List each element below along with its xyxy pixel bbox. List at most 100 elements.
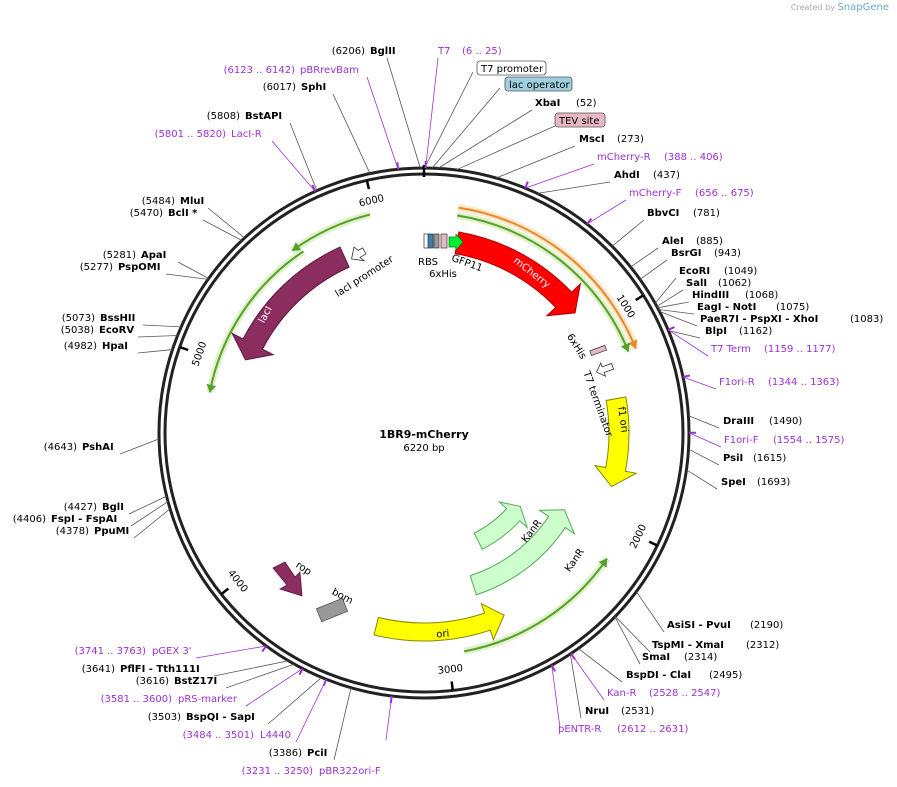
leader-line — [586, 199, 627, 225]
leader-line — [424, 71, 474, 169]
leader-line — [630, 247, 659, 268]
site-pos: (1162) — [739, 326, 772, 337]
his-tag-box-2 — [589, 344, 607, 357]
plasmid-size: 6220 bp — [403, 443, 444, 454]
linker-box — [440, 233, 448, 249]
leader-line — [267, 677, 322, 725]
site-name: PflFI - Tth111I — [120, 664, 200, 675]
site-pos: (437) — [653, 170, 680, 181]
leader-line — [225, 663, 295, 689]
site-name: BbvCI — [647, 208, 679, 219]
site-name: HpaI — [102, 341, 128, 352]
site-pos: (3386) — [269, 748, 302, 759]
primer-mark — [524, 181, 529, 189]
primer-name: pBR322ori-F — [319, 766, 381, 777]
leader-line — [668, 330, 701, 339]
site-name: SphI — [301, 82, 326, 93]
primer-mark — [682, 374, 691, 378]
leader-line — [551, 665, 561, 729]
leader-line — [654, 277, 677, 304]
site-name: BssHII — [100, 313, 135, 324]
site-pos: (1693) — [757, 477, 790, 488]
leader-line — [496, 145, 576, 179]
leader-line — [659, 311, 698, 327]
leader-line — [570, 653, 605, 701]
bom-box — [315, 597, 349, 623]
boxed-labels: T7 promoter lac operator TEV site — [476, 60, 606, 128]
primer-range: (5801 .. 5820) — [155, 129, 227, 140]
leader-line — [537, 181, 611, 194]
leader-line — [688, 432, 722, 448]
site-pos: (6206) — [332, 46, 365, 57]
site-pos: (4378) — [56, 526, 89, 537]
leader-line — [455, 125, 556, 171]
leader-line — [289, 122, 318, 191]
credit-prefix: Created by — [790, 3, 835, 12]
site-name: BglI — [102, 502, 124, 513]
leader-line — [142, 324, 182, 328]
label-leaders — [119, 57, 722, 761]
site-pos: (2531) — [621, 706, 654, 717]
leader-line — [437, 109, 533, 169]
site-name: EcoRI — [679, 266, 710, 277]
site-pos: (5073) — [62, 313, 95, 324]
site-name: BstZ17I — [174, 676, 217, 687]
leader-line — [119, 438, 160, 455]
site-name: HindIII — [692, 290, 729, 301]
primer-name: F1ori-F — [724, 435, 759, 446]
site-name: XbaI — [535, 98, 560, 109]
site-pos: (1062) — [718, 278, 751, 289]
primer-mark — [550, 664, 557, 672]
scale-tick — [450, 681, 454, 691]
ori-label: ori — [436, 629, 450, 641]
scale-tick — [648, 540, 658, 547]
scale-tick-label: 3000 — [437, 663, 464, 677]
site-pos: (1049) — [724, 266, 757, 277]
primer-range: (1344 .. 1363) — [768, 377, 840, 388]
primer-labels: T7 (6 .. 25) (6123 .. 6142) pBRrevBam (5… — [75, 46, 845, 777]
primer-mark — [586, 217, 593, 225]
orange-arc-head — [628, 339, 638, 349]
primer-range: (3484 .. 3501) — [183, 730, 255, 741]
site-pos: (3641) — [82, 664, 115, 675]
site-name: AleI — [662, 236, 684, 247]
site-name: DraIII — [723, 416, 754, 427]
primer-range: (1159 .. 1177) — [764, 344, 836, 355]
snapgene-credit: Created by SnapGene — [791, 2, 889, 13]
site-name: AsiSI - PvuI — [667, 620, 731, 631]
site-name: BlpI — [705, 326, 727, 337]
scale-tick-label: 2000 — [628, 523, 649, 551]
leader-line — [667, 329, 709, 357]
site-name: SmaI — [642, 652, 670, 663]
primer-range: (3231 .. 3250) — [242, 766, 314, 777]
his-tag-label: 6xHis — [564, 332, 588, 361]
t7-promoter-box — [476, 60, 547, 76]
site-name: EagI - NotI — [697, 302, 756, 313]
feature-arrows — [206, 204, 640, 655]
primer-range: (6123 .. 6142) — [224, 65, 296, 76]
site-pos: (273) — [617, 134, 644, 145]
primer-name: pENTR-R — [558, 724, 601, 735]
site-pos: (4982) — [64, 341, 97, 352]
site-pos: (5277) — [80, 262, 113, 273]
site-name: ApaI — [141, 250, 166, 261]
site-name: BclI * — [168, 208, 198, 219]
primer-name: Kan-R — [607, 688, 636, 699]
leader-line — [213, 660, 289, 677]
site-pos: (1615) — [753, 453, 786, 464]
kanr-arrow-1 — [473, 501, 529, 550]
scale-tick-label: 5000 — [191, 340, 210, 368]
primer-range: (2612 .. 2631) — [617, 724, 689, 735]
rop-arrow — [272, 561, 303, 597]
primer-mark — [261, 645, 268, 653]
orange-arc — [458, 206, 637, 350]
site-pos: (1083) — [850, 314, 883, 325]
primer-range: (3741 .. 3763) — [75, 646, 147, 657]
kanr-label: KanR — [563, 547, 587, 574]
plasmid-name: 1BR9-mCherry — [379, 428, 469, 441]
scale-tick — [365, 180, 371, 190]
leader-line — [128, 495, 167, 515]
primer-range: (2528 .. 2547) — [649, 688, 721, 699]
scale-tick — [220, 587, 230, 596]
site-name: PciI — [307, 748, 327, 759]
